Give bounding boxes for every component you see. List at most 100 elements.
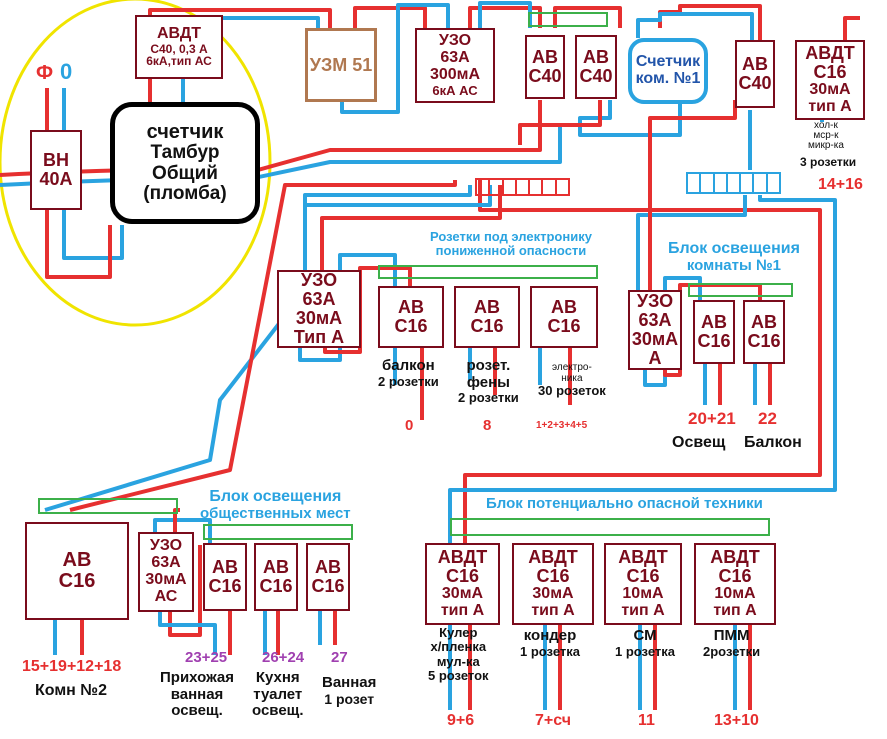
room-meter-l1: Счетчик	[635, 53, 701, 71]
bus-bar-sockets	[378, 265, 598, 279]
av-hall-l1: АВ	[212, 557, 238, 578]
uzo-top-l2: 63А	[440, 49, 470, 67]
uzo-light-room[interactable]: УЗО 63А 30мА А	[628, 290, 682, 370]
avdt-top[interactable]: АВДТ С40, 0,3 А 6кА,тип АС	[135, 15, 223, 79]
avdt-cond[interactable]: АВДТ С16 30мА тип А	[512, 543, 594, 625]
av-light-2-l1: АВ	[751, 312, 777, 333]
av-light-2[interactable]: АВ С16	[743, 300, 785, 364]
uzo-top-l4: 6кА АС	[432, 82, 478, 98]
av-light-1-l2: С16	[697, 331, 731, 351]
kitchen-light-desc-3: освещ.	[252, 702, 304, 719]
uzo-light-room-l1: УЗО	[636, 291, 674, 312]
uzo-light-room-l3: 30мА	[631, 329, 679, 349]
av-hall[interactable]: АВ С16	[203, 543, 247, 611]
av-c40-2[interactable]: АВ С40	[575, 35, 617, 99]
uzo-top[interactable]: УЗО 63А 300мА 6кА АС	[415, 28, 495, 103]
cooler-desc: Кулер х/пленка мул-ка 5 розеток	[428, 625, 489, 683]
cond-desc: кондер 1 розетка	[520, 627, 580, 659]
avdt-cond-l3: 30мА	[532, 585, 574, 603]
uzo-common-l2: 63А	[151, 554, 181, 572]
av-room2[interactable]: АВ С16	[25, 522, 129, 620]
bus-bar-c40	[528, 12, 608, 27]
uzm-to-uzo-phase	[353, 6, 427, 28]
light2-num: 22	[758, 409, 777, 428]
common-light-title: Блок освещения общественных мест	[200, 488, 351, 522]
av-c40-3[interactable]: АВ С40	[735, 40, 775, 108]
avdt-sm[interactable]: АВДТ С16 10мА тип А	[604, 543, 682, 625]
main-meter-l4: (пломба)	[143, 183, 227, 205]
uzo-sockets[interactable]: УЗО 63А 30мА Тип А	[277, 270, 361, 348]
av-balcony[interactable]: АВ С16	[378, 286, 444, 348]
kitchen-count: 3 розетки	[800, 155, 857, 169]
av-c40-1-l2: С40	[528, 66, 562, 86]
uzo-common-l1: УЗО	[149, 537, 183, 555]
meter-bottom-blue	[0, 125, 562, 187]
bus-bar-room-light	[688, 283, 793, 297]
av-light-1[interactable]: АВ С16	[693, 300, 735, 364]
room-light-title: Блок освещения комнаты №1	[668, 240, 800, 274]
av-kitchen-light-l2: С16	[259, 576, 293, 596]
avdt-cooler-l4: тип А	[440, 601, 485, 619]
uzo-sockets-l3: 30мА	[295, 308, 343, 328]
balcony-num: 0	[405, 417, 414, 434]
avdt-cond-l4: тип А	[531, 601, 575, 619]
phase-label: Ф	[36, 62, 54, 84]
uzo-light-room-l4: А	[648, 347, 662, 368]
kitchen-desc: хол-к мср-к микр-ка	[808, 121, 844, 151]
av-c40-3-l2: С40	[738, 73, 772, 93]
uzm-relay[interactable]: УЗМ 51	[305, 28, 377, 102]
to-room-uzo-blue	[636, 195, 747, 290]
cooler-desc-2: х/пленка	[430, 639, 487, 655]
avdt-cooler-l2: С16	[445, 566, 480, 587]
avdt-kitchen[interactable]: АВДТ С16 30мА тип А	[795, 40, 865, 120]
cooler-num: 9+6	[447, 712, 475, 729]
bath-desc-1: Ванная	[322, 674, 377, 691]
bath-desc-2: 1 розет	[324, 690, 375, 707]
danger-block-title: Блок потенциально опасной техники	[486, 495, 763, 512]
avdt-pmm-l2: С16	[718, 566, 752, 587]
av-light-2-l2: С16	[747, 331, 781, 351]
av-fen[interactable]: АВ С16	[454, 286, 520, 348]
av-hall-l2: С16	[208, 576, 242, 596]
av-bath[interactable]: АВ С16	[306, 543, 350, 611]
pmm-num: 13+10	[714, 712, 759, 729]
hall-desc: Прихожая ванная освещ.	[160, 669, 235, 720]
main-meter-l2: Тамбур	[150, 141, 220, 163]
fen-desc-1: розет.	[466, 357, 511, 374]
avdt-pmm[interactable]: АВДТ С16 10мА тип А	[694, 543, 776, 625]
av-kitchen-light-l1: АВ	[263, 557, 289, 578]
blue-busbar	[686, 172, 781, 194]
uzo-common[interactable]: УЗО 63А 30мА АС	[138, 532, 194, 612]
av-kitchen-light[interactable]: АВ С16	[254, 543, 298, 611]
bh-to-meter-neutral	[62, 208, 124, 260]
hall-desc-1: Прихожая	[160, 669, 235, 686]
bus-bar-room2	[38, 498, 178, 514]
sm-desc-1: СМ	[633, 627, 657, 644]
av-electronics[interactable]: АВ С16	[530, 286, 598, 348]
main-switch[interactable]: ВН 40А	[30, 130, 82, 210]
av-room2-l2: С16	[58, 570, 96, 592]
light1-desc: Освещ	[672, 434, 726, 451]
avdt-pmm-l4: тип А	[713, 601, 757, 619]
av-c40-2-l1: АВ	[583, 47, 609, 68]
uzo-light-room-l2: 63А	[638, 310, 672, 331]
elec-desc: электро- ника 30 розеток	[538, 362, 606, 398]
kitchen-desc-3: микр-ка	[808, 140, 844, 151]
uzo-to-av-neutral	[478, 1, 532, 28]
avdt-kitchen-l2: С16	[813, 62, 847, 83]
av-balcony-l2: С16	[394, 316, 428, 336]
cond-desc-1: кондер	[523, 627, 577, 644]
avdt-to-uzm-phase	[148, 8, 332, 28]
avdt-cond-l2: С16	[536, 566, 570, 587]
balcony-desc: балкон 2 розетки	[378, 357, 439, 389]
kitchen-light-desc-1: Кухня	[255, 669, 300, 686]
avdt-cooler[interactable]: АВДТ С16 30мА тип А	[425, 543, 500, 625]
avdt-sm-l4: тип А	[621, 601, 665, 619]
cond-num: 7+сч	[535, 712, 572, 729]
av-room2-l1: АВ	[62, 549, 92, 571]
room-meter-l2: ком. №1	[635, 70, 701, 87]
elec-desc-2: ника	[561, 373, 583, 384]
room2-desc: Комн №2	[35, 682, 108, 699]
av-c40-1[interactable]: АВ С40	[525, 35, 565, 99]
cooler-desc-1: Кулер	[439, 625, 478, 640]
